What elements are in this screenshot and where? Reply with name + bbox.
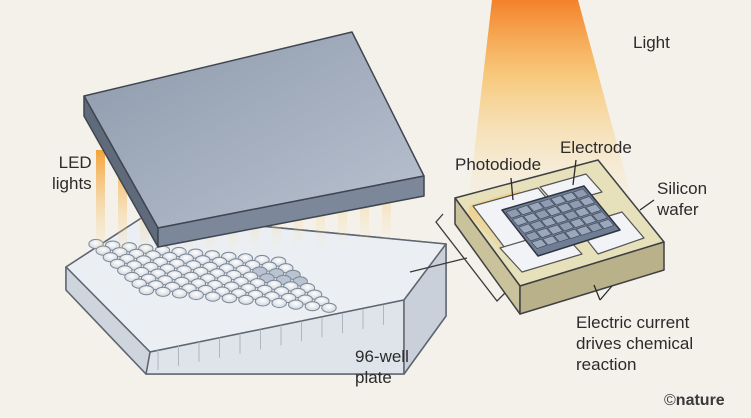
well-plate <box>65 214 447 375</box>
plate-well <box>155 286 171 297</box>
label-electrode: Electrode <box>560 138 632 157</box>
plate-well <box>254 296 271 307</box>
photodiode-cell <box>569 217 586 229</box>
photodiode-cell <box>542 235 559 246</box>
plate-well <box>138 285 155 296</box>
plate-well <box>271 297 287 309</box>
photodiode-cell <box>547 224 564 235</box>
label-current-line1: Electric current <box>576 313 690 332</box>
plate-well <box>304 301 321 312</box>
photodiode-cell <box>556 202 573 213</box>
label-led-line1: LED <box>58 153 92 172</box>
plate-well <box>205 291 221 302</box>
label-current-line2: drives chemical <box>576 334 694 353</box>
photodiode-cell <box>527 201 545 212</box>
photodiode-cell <box>575 225 593 236</box>
photodiode-cell <box>523 212 540 223</box>
label-electric-current: Electric current drives chemical reactio… <box>576 312 693 375</box>
label-wafer-line2: wafer <box>657 200 699 219</box>
plate-well <box>221 293 238 304</box>
label-photodiode: Photodiode <box>455 155 542 174</box>
plate-well <box>238 294 254 305</box>
photodiode-cell <box>539 198 556 209</box>
photodiode-cell <box>598 218 615 230</box>
photodiode-cell <box>563 210 580 221</box>
credit-name: nature <box>675 392 725 409</box>
plate-well <box>188 289 204 301</box>
label-plate-line2: plate <box>355 368 392 387</box>
photodiode-cell <box>535 227 553 238</box>
photodiode-cell <box>553 232 570 243</box>
photodiode-cell <box>550 195 567 206</box>
photodiode-cell <box>524 231 541 242</box>
led-beam <box>118 148 127 259</box>
photodiode-cell <box>579 196 596 207</box>
photodiode-cell <box>516 205 533 216</box>
photodiode-cell <box>564 228 581 239</box>
nature-credit: ©nature <box>664 392 725 410</box>
photodiode-cell <box>529 220 546 231</box>
photodiode-cell <box>511 215 529 227</box>
label-silicon-wafer: Silicon wafer <box>657 178 707 220</box>
photodiode-cell <box>580 214 597 225</box>
photodiode-cell <box>574 207 591 218</box>
copyright-symbol: © <box>664 392 676 409</box>
photodiode-cell <box>561 191 578 202</box>
plate-well <box>321 302 337 313</box>
label-led-lights: LED lights <box>52 152 92 194</box>
led-lid <box>83 31 425 248</box>
label-current-line3: reaction <box>576 355 637 374</box>
photodiode-cell <box>587 222 604 233</box>
label-wafer-line1: Silicon <box>657 179 708 198</box>
photodiode-cell <box>534 209 551 220</box>
photodiode-cell <box>558 221 575 232</box>
photodiode-cell <box>540 216 557 228</box>
label-light: Light <box>633 33 670 52</box>
photodiode-cell <box>545 206 562 217</box>
plate-well <box>288 299 304 310</box>
plate-well <box>171 288 188 299</box>
label-96-well-plate: 96-well plate <box>355 346 409 388</box>
photodiode-cell <box>551 213 569 224</box>
photodiode-cell <box>585 203 602 214</box>
leader-lines <box>510 159 655 301</box>
photodiode-cell <box>567 199 585 210</box>
photodiode-array <box>501 185 621 257</box>
callout-bracket <box>409 213 506 302</box>
photodiode-cell <box>572 188 589 199</box>
photodiode-cell <box>531 238 548 249</box>
photodiode-cell <box>591 211 609 222</box>
label-plate-line1: 96-well <box>355 347 409 366</box>
photodiode-cell <box>518 223 535 234</box>
led-beam <box>96 150 105 260</box>
label-led-line2: lights <box>52 174 92 193</box>
photodiode-cell <box>505 208 522 219</box>
